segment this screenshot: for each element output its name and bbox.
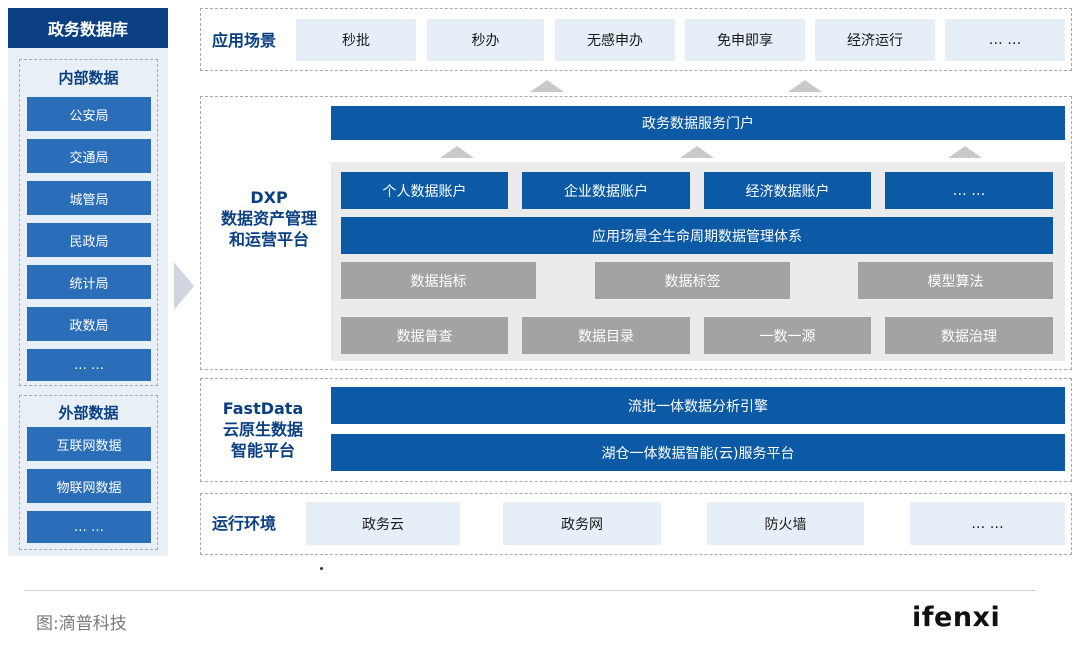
account-enterprise: 企业数据账户 — [522, 172, 690, 209]
lakehouse-platform: 湖仓一体数据智能(云)服务平台 — [331, 434, 1065, 471]
data-labels: 数据标签 — [595, 262, 790, 299]
dxp-section — [200, 96, 1072, 370]
up-arrow-icon — [530, 80, 564, 92]
internal-item-transport: 交通局 — [27, 139, 151, 173]
runtime-gov-cloud: 政务云 — [306, 502, 460, 545]
external-data-group — [19, 395, 158, 550]
model-algorithms: 模型算法 — [858, 262, 1053, 299]
fastdata-title-line3: 智能平台 — [230, 441, 295, 460]
fastdata-title-line1: FastData — [222, 399, 304, 418]
database-title: 政务数据库 — [8, 8, 168, 48]
account-personal: 个人数据账户 — [341, 172, 508, 209]
single-source: 一数一源 — [704, 317, 871, 354]
dxp-title-line3: 和运营平台 — [228, 230, 309, 249]
internal-data-title: 内部数据 — [58, 68, 119, 87]
brand-logo: ifenxi — [912, 602, 1001, 633]
scene-more: … … — [945, 19, 1065, 61]
lifecycle-management-system: 应用场景全生命周期数据管理体系 — [341, 217, 1053, 254]
internal-item-data-bureau: 政数局 — [27, 307, 151, 341]
up-arrow-icon — [788, 80, 822, 92]
data-indicators: 数据指标 — [341, 262, 536, 299]
scene-application-free: 免申即享 — [685, 19, 805, 61]
service-portal: 政务数据服务门户 — [331, 106, 1065, 140]
stream-batch-engine: 流批一体数据分析引擎 — [331, 387, 1065, 424]
internal-item-police: 公安局 — [27, 97, 151, 131]
application-scenes-section — [200, 8, 1072, 71]
data-catalog: 数据目录 — [522, 317, 690, 354]
runtime-gov-network: 政务网 — [503, 502, 661, 545]
external-data-title: 外部数据 — [58, 403, 119, 422]
scene-instant-handling: 秒办 — [427, 19, 544, 61]
account-more: … … — [885, 172, 1053, 209]
footer-divider — [24, 590, 1036, 591]
internal-item-civil: 民政局 — [27, 223, 151, 257]
flow-arrow-icon — [174, 262, 194, 310]
up-arrow-icon — [680, 146, 714, 158]
runtime-firewall: 防火墙 — [707, 502, 864, 545]
account-economic: 经济数据账户 — [704, 172, 871, 209]
scene-instant-approval: 秒批 — [296, 19, 416, 61]
data-governance: 数据治理 — [885, 317, 1053, 354]
fastdata-section — [200, 378, 1072, 482]
runtime-section — [200, 493, 1072, 555]
external-item-iot: 物联网数据 — [27, 469, 151, 503]
stray-dot — [320, 567, 323, 570]
scene-economic-operation: 经济运行 — [815, 19, 935, 61]
fastdata-title-line2: 云原生数据 — [222, 420, 303, 439]
external-item-internet: 互联网数据 — [27, 427, 151, 461]
dxp-title-line1: DXP — [250, 188, 288, 207]
application-scenes-title: 应用场景 — [212, 31, 277, 50]
runtime-more: … … — [910, 502, 1065, 545]
external-item-more: … … — [27, 511, 151, 543]
up-arrow-icon — [440, 146, 474, 158]
runtime-title: 运行环境 — [212, 514, 277, 533]
internal-item-more: … … — [27, 349, 151, 381]
figure-caption: 图:滴普科技 — [36, 614, 127, 634]
internal-data-group — [19, 59, 158, 386]
internal-item-statistics: 统计局 — [27, 265, 151, 299]
data-census: 数据普查 — [341, 317, 508, 354]
dxp-title-line2: 数据资产管理 — [220, 209, 317, 228]
internal-item-urban: 城管局 — [27, 181, 151, 215]
scene-seamless-application: 无感申办 — [555, 19, 675, 61]
up-arrow-icon — [948, 146, 982, 158]
